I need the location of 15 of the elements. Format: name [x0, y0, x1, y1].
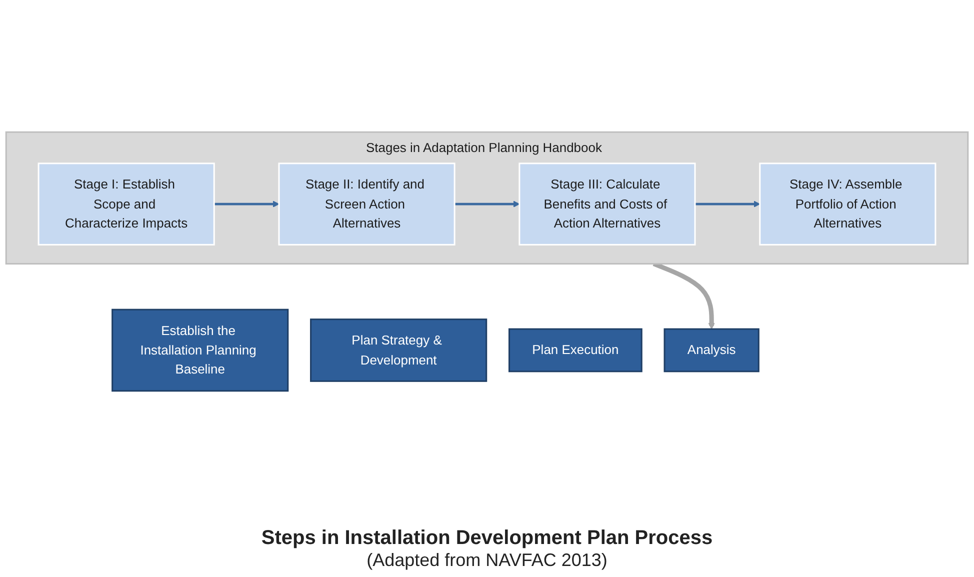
caption: Steps in Installation Development Plan Process — [261, 527, 713, 550]
arrow — [695, 200, 760, 208]
node-box — [508, 328, 642, 372]
diagram: Stages in Adaptation Planning Handbook Stage I: Establish Scope and Characterize Impacts Stage II: Identify and Screen Action Alternatives Stage III: Calculate Benefits and Costs of Action Alternatives Stage IV: Assemble Portfolio of Action Alternatives Establish the Installation Planning Baseline Analysis Plan Strategy & Development Plan Execution — [0, 0, 974, 523]
node-box — [310, 318, 488, 382]
node-box — [278, 162, 456, 246]
node-box — [38, 162, 215, 246]
source-note: (Adapted from NAVFAC 2013) — [366, 550, 608, 571]
cluster — [5, 131, 969, 265]
node-box — [759, 162, 936, 246]
node-box — [664, 328, 760, 372]
node-box — [518, 162, 696, 246]
node-box — [112, 308, 289, 392]
arrow — [454, 200, 520, 208]
arrow — [214, 200, 280, 208]
